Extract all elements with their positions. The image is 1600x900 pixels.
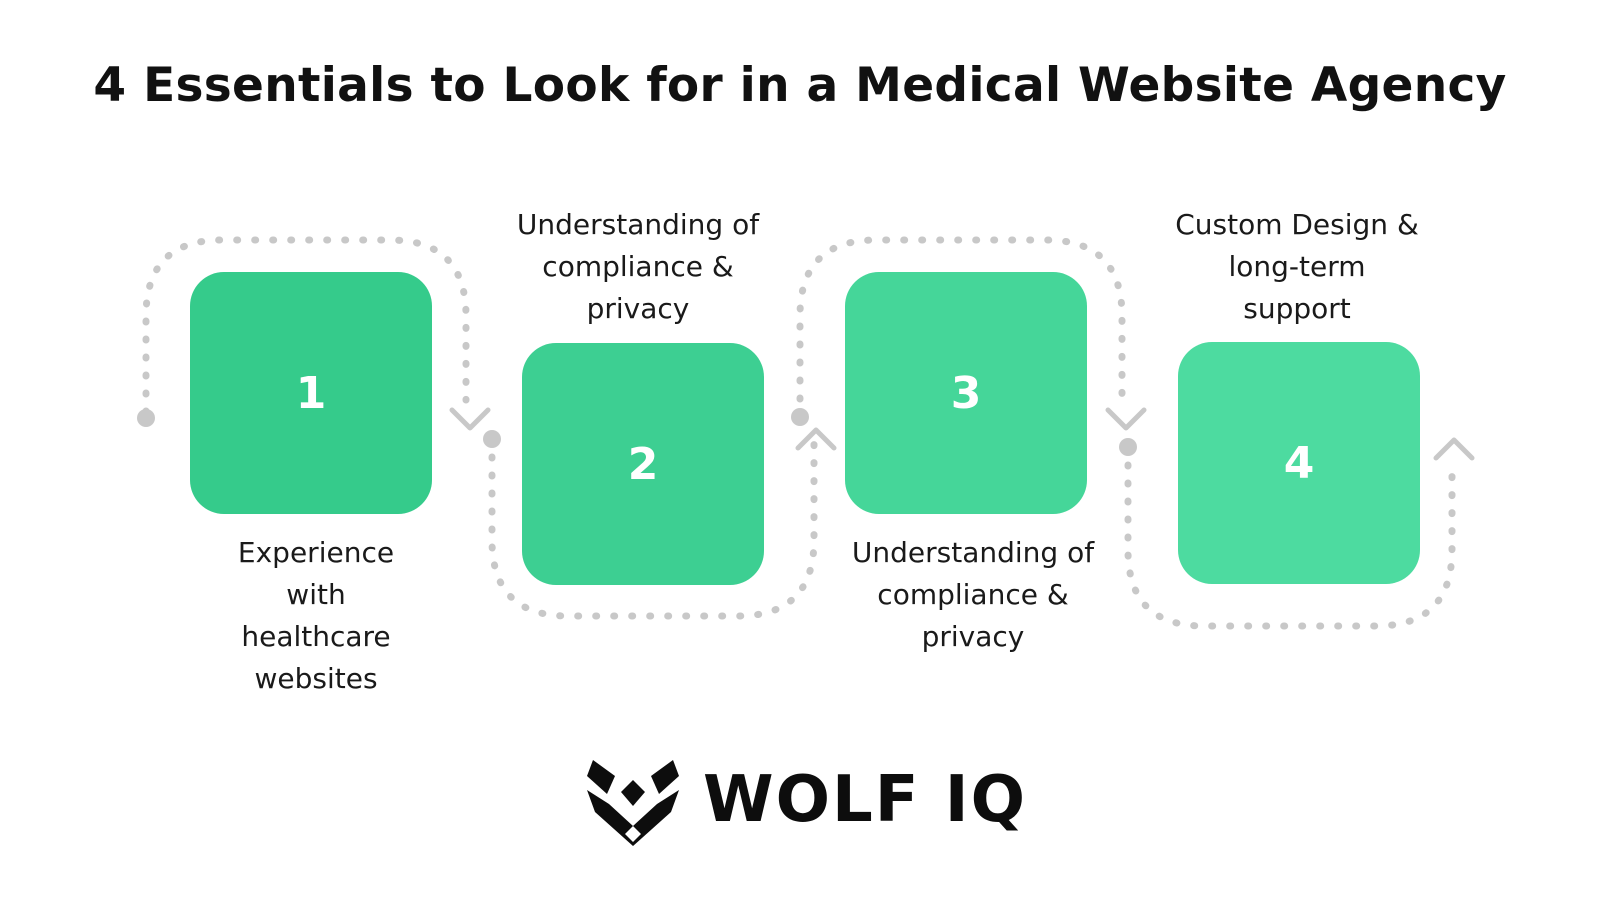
step-number-4: 4 xyxy=(1283,437,1315,489)
step-box-2: 2 xyxy=(522,343,764,585)
connector-arc-1 xyxy=(142,236,470,416)
step-box-3: 3 xyxy=(845,272,1087,514)
connector-dot xyxy=(791,408,809,426)
step-label-3: Understanding of compliance & privacy xyxy=(851,536,1095,653)
step-box-4: 4 xyxy=(1178,342,1420,584)
arrow-down-icon xyxy=(1105,407,1147,431)
page-title: 4 Essentials to Look for in a Medical We… xyxy=(93,58,1507,113)
arrow-up-icon xyxy=(795,427,837,451)
step-label-2: Understanding of compliance & privacy xyxy=(516,208,760,325)
connector-dot xyxy=(1119,438,1137,456)
step-label-4: Custom Design & long-term support xyxy=(1175,208,1419,325)
arrow-down-icon xyxy=(449,407,491,431)
connector-arc-3 xyxy=(796,236,1126,421)
step-number-3: 3 xyxy=(950,367,982,419)
connector-arc-4 xyxy=(1124,443,1456,630)
connector-dot xyxy=(137,409,155,427)
step-number-2: 2 xyxy=(627,438,659,490)
wolf-logo-icon xyxy=(587,760,679,846)
arrow-up-icon xyxy=(1433,437,1475,461)
brand-logo: WOLF IQ xyxy=(585,755,1027,846)
brand-name: WOLF IQ xyxy=(703,763,1027,837)
connector-dot xyxy=(483,430,501,448)
connector-arc-2 xyxy=(488,432,818,620)
step-number-1: 1 xyxy=(295,367,327,419)
step-label-1: Experience with healthcare websites xyxy=(237,536,395,695)
step-box-1: 1 xyxy=(190,272,432,514)
